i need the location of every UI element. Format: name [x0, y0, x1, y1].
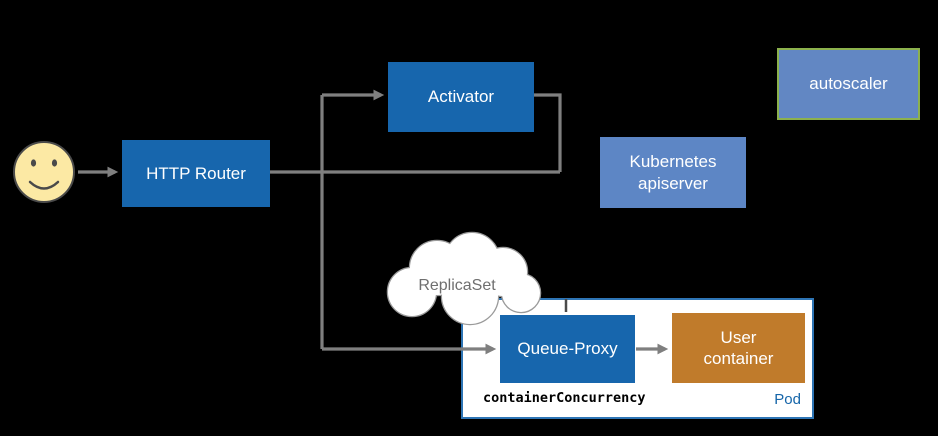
user-smiley-icon	[13, 141, 75, 203]
http-router-node: HTTP Router	[122, 140, 270, 207]
user-container-node: User container	[672, 313, 805, 383]
activator-node: Activator	[388, 62, 534, 132]
pod-label: Pod	[774, 391, 801, 408]
replicaset-cloud-icon	[386, 231, 542, 326]
replicaset-label: ReplicaSet	[418, 277, 496, 294]
queue-proxy-node: Queue-Proxy	[500, 315, 635, 383]
autoscaler-node: autoscaler	[777, 48, 920, 120]
container-concurrency-label: containerConcurrency	[483, 390, 646, 406]
line-activator-return	[534, 93, 562, 172]
kubernetes-apiserver-node: Kubernetes apiserver	[600, 137, 746, 208]
